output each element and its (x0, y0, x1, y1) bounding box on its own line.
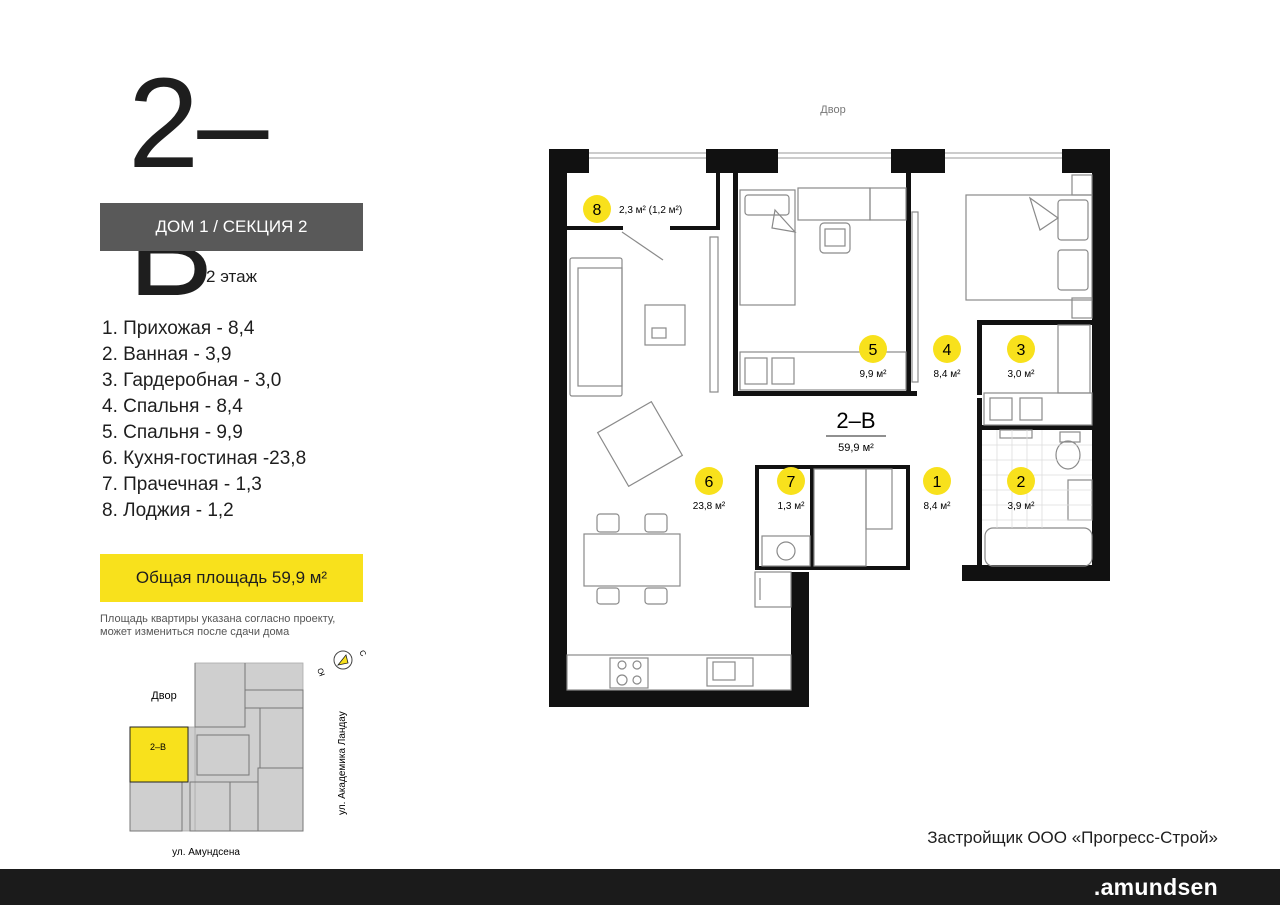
svg-text:3,9 м²: 3,9 м² (1008, 501, 1036, 512)
svg-text:3: 3 (1017, 342, 1026, 359)
room-marker-4: 4 8,4 м² (933, 335, 961, 380)
list-item: 6. Кухня-гостиная -23,8 (102, 448, 307, 469)
svg-text:8: 8 (593, 202, 602, 219)
svg-text:8,4 м²: 8,4 м² (934, 369, 962, 380)
total-area-badge: Общая площадь 59,9 м² (100, 554, 363, 602)
site-yard-label: Двор (151, 690, 176, 702)
site-unit-label: 2–В (150, 742, 166, 752)
list-item: 5. Спальня - 9,9 (102, 422, 243, 443)
svg-text:2,3 м² (1,2 м²): 2,3 м² (1,2 м²) (619, 205, 682, 216)
svg-text:1: 1 (933, 474, 942, 491)
room-marker-3: 3 3,0 м² (1007, 335, 1035, 380)
svg-text:4: 4 (943, 342, 952, 359)
site-street-bottom: ул. Амундсена (172, 847, 240, 858)
section-badge: ДОМ 1 / СЕКЦИЯ 2 (100, 203, 363, 251)
exterior-walls (549, 149, 1110, 707)
svg-text:С: С (357, 649, 368, 659)
svg-text:2: 2 (1017, 474, 1026, 491)
windows (589, 152, 1062, 159)
svg-text:9,9 м²: 9,9 м² (860, 369, 888, 380)
floor-label: 2 этаж (206, 267, 257, 286)
plan-apartment-code: 2–B (836, 408, 875, 433)
svg-text:Ю: Ю (316, 667, 327, 678)
site-unit-highlight (129, 726, 189, 783)
compass-icon: С Ю (316, 649, 368, 678)
svg-text:23,8 м²: 23,8 м² (693, 501, 726, 512)
svg-text:1,3 м²: 1,3 м² (778, 501, 806, 512)
footer-bar: .amundsen (0, 869, 1280, 905)
svg-text:3,0 м²: 3,0 м² (1008, 369, 1036, 380)
list-item: 8. Лоджия - 1,2 (102, 500, 234, 521)
note-line: Площадь квартиры указана согласно проект… (100, 613, 336, 625)
list-item: 1. Прихожая - 8,4 (102, 318, 255, 339)
svg-text:8,4 м²: 8,4 м² (924, 501, 952, 512)
room-marker-5: 5 9,9 м² (859, 335, 887, 380)
bathroom-tiles (982, 430, 1092, 528)
room-marker-2: 2 3,9 м² (1007, 467, 1035, 512)
developer-label: Застройщик ООО «Прогресс-Строй» (927, 828, 1218, 847)
list-item: 2. Ванная - 3,9 (102, 344, 232, 365)
section-label: ДОМ 1 / СЕКЦИЯ 2 (155, 217, 308, 236)
svg-text:5: 5 (869, 342, 878, 359)
room-marker-8: 8 2,3 м² (1,2 м²) (583, 195, 682, 223)
list-item: 7. Прачечная - 1,3 (102, 474, 262, 495)
floor-plan: Двор (549, 104, 1110, 707)
list-item: 4. Спальня - 8,4 (102, 396, 243, 417)
site-street-right: ул. Академика Ландау (337, 711, 348, 815)
note-line: может измениться после сдачи дома (100, 626, 290, 638)
plan-yard-label: Двор (820, 104, 845, 116)
furniture (566, 174, 1093, 691)
svg-text:7: 7 (787, 474, 796, 491)
total-area-label: Общая площадь 59,9 м² (135, 568, 328, 587)
room-marker-6: 6 23,8 м² (693, 467, 726, 512)
room-list: 1. Прихожая - 8,4 2. Ванная - 3,9 3. Гар… (102, 316, 306, 524)
list-item: 3. Гардеробная - 3,0 (102, 370, 282, 391)
area-disclaimer: Площадь квартиры указана согласно проект… (100, 613, 390, 639)
interior-walls (567, 173, 1092, 570)
brand-logo: .amundsen (1093, 873, 1218, 900)
svg-text:6: 6 (705, 474, 714, 491)
room-marker-7: 7 1,3 м² (777, 467, 805, 512)
site-plan: Двор 2–В ул. Амундсена ул. Академика Лан… (129, 649, 368, 858)
plan-apartment-area: 59,9 м² (838, 442, 874, 454)
room-marker-1: 1 8,4 м² (923, 467, 951, 512)
